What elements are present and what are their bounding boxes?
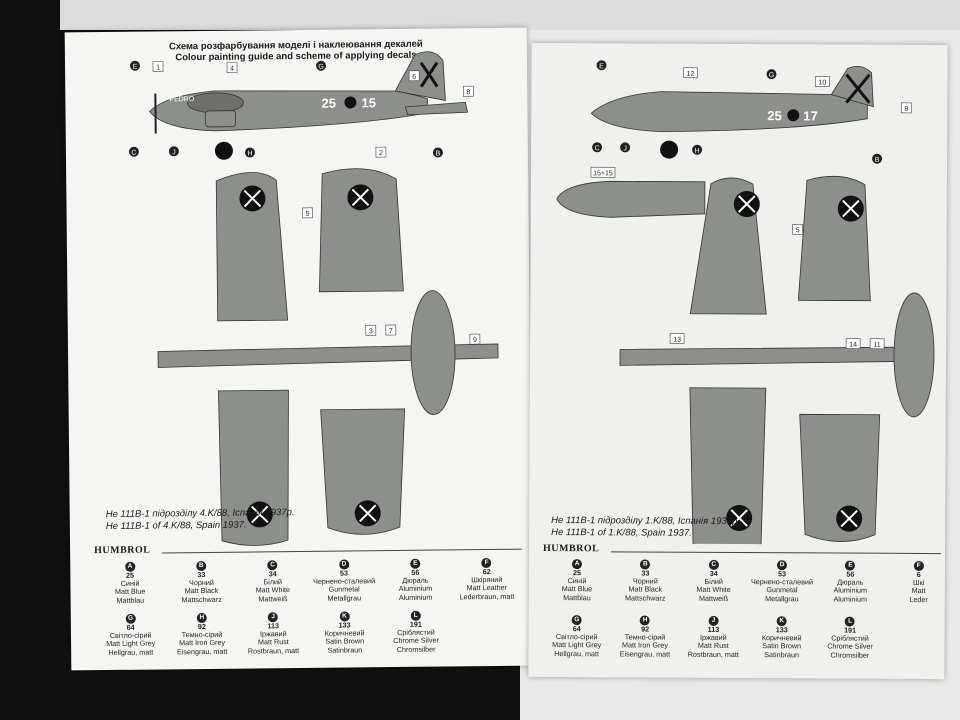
callout-j-right: J <box>623 145 627 152</box>
paint-name-de: Chromsilber <box>830 650 870 660</box>
decal-1: 1 <box>156 64 160 71</box>
decal-5: 5 <box>306 211 310 218</box>
left-roundels <box>239 184 381 528</box>
paint-name-de: Mattschwarz <box>181 594 222 604</box>
background-strip <box>60 0 960 30</box>
paint-name-de: Mattblau <box>563 592 591 602</box>
right-caption-en: He 111B-1 of 1.K/88, Spain 1937. <box>551 527 692 539</box>
decal-9: 9 <box>473 337 477 344</box>
left-planform-views <box>157 168 499 546</box>
callout-c-right: C <box>595 145 600 152</box>
left-aircraft-drawings: 25 15 PEDRO E C J H <box>128 51 499 546</box>
paint-name-de: Mattweiß <box>258 593 288 604</box>
paint-name-de: Mattblau <box>116 595 145 605</box>
callout-b-right: B <box>875 157 880 164</box>
callout-b: B <box>436 151 441 158</box>
callout-g: G <box>318 64 324 71</box>
decal-8-right: 8 <box>904 106 908 113</box>
decal-4: 4 <box>230 66 234 73</box>
callout-e: E <box>133 64 138 71</box>
decal-7: 7 <box>389 328 393 335</box>
paint-name-de: Leder <box>909 594 928 604</box>
decal-10-right: 10 <box>819 79 827 86</box>
paint-name-de: Hellgrau, matt <box>108 647 154 657</box>
callout-e-right: E <box>599 63 604 70</box>
paint-name-de: Metallgrau <box>327 592 362 603</box>
decal-11-right: 11 <box>873 342 880 349</box>
paint-name-de: Mattweiß <box>698 593 729 603</box>
fuselage-number-text: 15 <box>361 95 376 110</box>
paint-name-de: Satinbraun <box>327 644 363 655</box>
decal-2: 2 <box>379 150 383 157</box>
callout-h: H <box>247 150 252 157</box>
paint-name-de: Aluminium <box>398 592 433 602</box>
decal-6: 6 <box>412 74 416 81</box>
decal-15-right: 15+15 <box>593 170 613 177</box>
paint-name-de: Eisengrau, matt <box>176 646 228 656</box>
left-side-markings: 25 15 PEDRO <box>154 61 439 160</box>
brand-divider-right <box>610 551 941 555</box>
paint-name-de: Satinbraun <box>764 649 800 659</box>
right-markings: 25 17 <box>660 73 871 532</box>
decal-14-right: 14 <box>849 342 857 349</box>
decal-5-right: 5 <box>796 227 800 234</box>
left-instruction-sheet: Схема розфарбування моделі і наклеювання… <box>64 27 534 671</box>
humbrol-brand-left: HUMBROL <box>94 544 151 557</box>
left-caption-ua: He 111B-1 підрозділу 4.K/88, Іспанія 193… <box>105 507 295 521</box>
left-caption-en: He 111B-1 of 4.K/88, Spain 1937. <box>105 519 247 533</box>
paint-name-de: Metallgrau <box>765 593 799 603</box>
decal-13-right: 13 <box>673 337 681 344</box>
callout-h-right: H <box>695 148 700 155</box>
fuselage-number-text-right: 17 <box>803 108 818 123</box>
paint-name-de: Hellgrau, matt <box>554 648 600 658</box>
callout-j: J <box>172 149 176 156</box>
paint-name-de: Mattschwarz <box>625 593 666 603</box>
fuselage-code-text-right: 25 <box>767 108 782 123</box>
paint-name-de: Chromsilber <box>396 644 436 654</box>
paint-name-de: Lederbraun, matt <box>459 591 515 601</box>
paint-name-de: Eisengrau, matt <box>619 648 671 659</box>
fuselage-code-text: 25 <box>321 96 336 111</box>
right-caption-ua: He 111B-1 підрозділу 1.K/88, Іспанія 193… <box>551 515 740 528</box>
decal-3: 3 <box>369 328 373 335</box>
callout-c: C <box>131 150 136 157</box>
humbrol-brand-right: HUMBROL <box>542 542 600 555</box>
paint-name-de: Rostbraun, matt <box>687 649 739 659</box>
callout-g-right: G <box>769 72 774 79</box>
right-aircraft-drawings: 25 17 E C J H G B 5 8 10 11 12 13 <box>556 60 935 546</box>
right-instruction-sheet: 25 17 E C J H G B 5 8 10 11 12 13 <box>528 42 948 680</box>
paint-name-de: Aluminium <box>833 594 868 604</box>
decal-12-right: 12 <box>687 71 695 78</box>
paint-name-de: Rostbraun, matt <box>247 645 300 656</box>
decal-8: 8 <box>466 89 470 96</box>
nose-name-text: PEDRO <box>169 96 195 103</box>
